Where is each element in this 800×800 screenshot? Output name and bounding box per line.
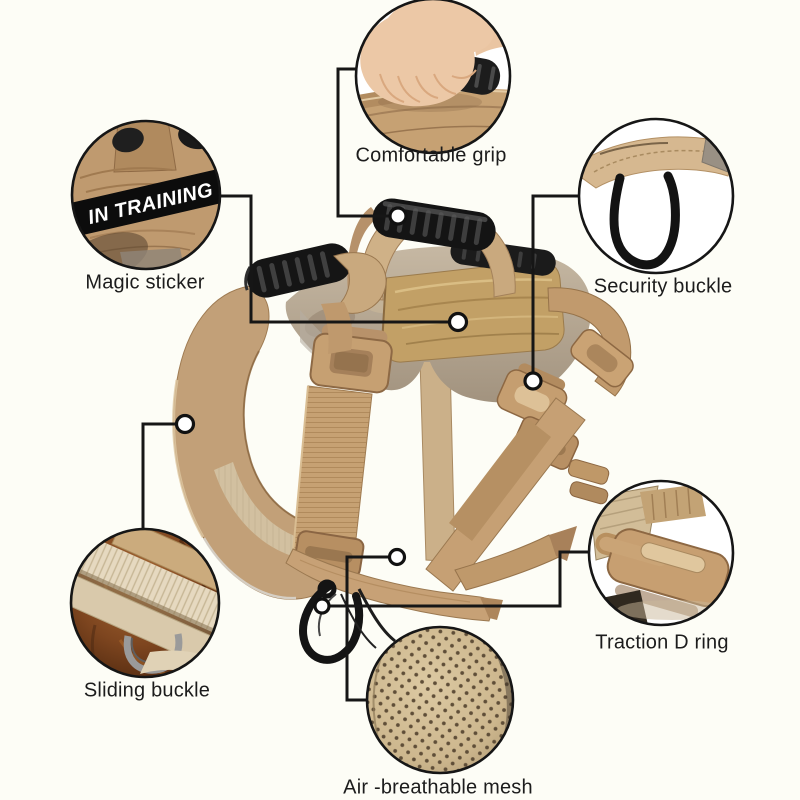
callout-air-breathable-mesh [365,625,515,775]
harness-illustration [172,198,634,664]
dot-comfortable-grip [388,206,408,226]
label-comfortable-grip: Comfortable grip [355,144,507,167]
callout-comfortable-grip [354,0,512,155]
harness-inner-strap [419,359,456,563]
label-magic-sticker: Magic sticker [85,271,205,294]
callout-security-buckle [577,117,735,275]
metal-hook-closeup [609,171,680,270]
connector-sliding-buckle [141,422,185,530]
dot-traction-d-ring [313,597,331,615]
connector-lines [141,67,590,702]
connector-magic-sticker [221,194,458,324]
label-air-breathable-mesh: Air -breathable mesh [343,776,533,799]
connector-comfortable-grip [336,67,398,218]
harness-velcro-panel [381,260,565,363]
label-traction-d-ring: Traction D ring [595,631,729,654]
connector-security-buckle [531,194,580,381]
dot-air-mesh [387,547,407,567]
connector-air-mesh [345,555,397,702]
mesh-texture-closeup [367,627,513,773]
dot-security-buckle [523,371,543,391]
callout-traction-d-ring [587,479,735,627]
label-security-buckle: Security buckle [593,275,733,298]
dot-sliding-buckle [174,413,196,435]
harness-right-straps [425,287,634,592]
connector-dots [174,206,543,615]
connector-traction-d-ring [322,550,590,608]
front-handle [244,243,387,354]
callout-magic-sticker: IN TRAINING [70,119,222,271]
harness-chest-strap [292,324,393,578]
label-sliding-buckle: Sliding buckle [83,679,211,702]
dot-magic-sticker [447,311,469,333]
